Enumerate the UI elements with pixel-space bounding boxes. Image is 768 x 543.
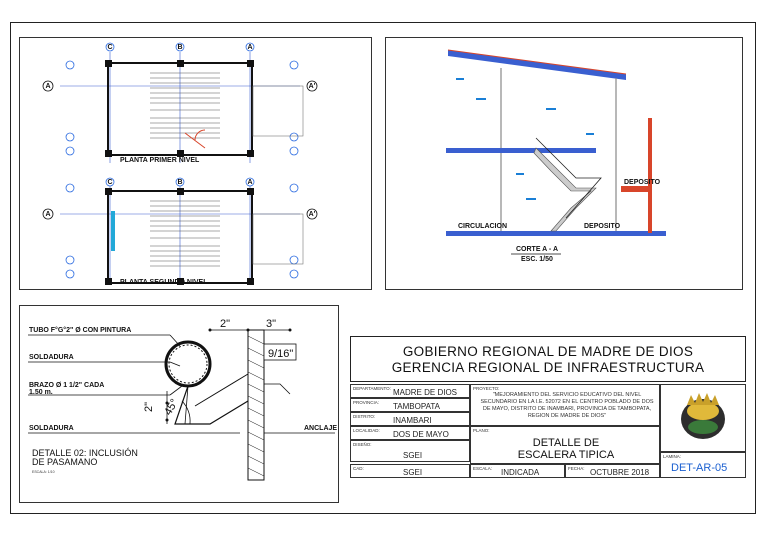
- plan2-title: PLANTA SEGUNDO NIVEL: [120, 279, 208, 286]
- dim-2in-vertical: 2": [143, 402, 155, 412]
- escala-value: INDICADA: [501, 468, 540, 477]
- dim-3in: 3": [266, 318, 276, 330]
- section-tag-deposito: DEPOSITO: [584, 223, 621, 230]
- label-arm-1: BRAZO Ø 1 1/2" CADA: [29, 382, 104, 389]
- title-block-header: GOBIERNO REGIONAL DE MADRE DE DIOS GEREN…: [350, 336, 746, 382]
- field-lamina: LAMINA: DET-AR-05: [660, 452, 746, 478]
- label-anchor: ANCLAJE: [304, 425, 337, 432]
- label-arm-2: 1.50 m.: [29, 389, 53, 396]
- departamento-label: DEPARTAMENTO:: [353, 386, 391, 391]
- field-departamento: DEPARTAMENTO: MADRE DE DIOS: [350, 384, 470, 398]
- plan1-title: PLANTA PRIMER NIVEL: [120, 157, 200, 164]
- field-plano: PLANO: DETALLE DE ESCALERA TIPICA: [470, 426, 660, 464]
- escala-label: ESCALA:: [473, 466, 493, 471]
- section-scale: ESC. 1/50: [521, 256, 553, 263]
- section-tag-deposito-2: DEPOSITO: [624, 179, 661, 186]
- title-block: GOBIERNO REGIONAL DE MADRE DE DIOS GEREN…: [350, 336, 746, 492]
- cad-label: CAD:: [353, 466, 364, 471]
- grid-label-b-2: B: [177, 179, 182, 186]
- grid-label-c-2: C: [107, 179, 112, 186]
- label-weld-1: SOLDADURA: [29, 354, 74, 361]
- drawing-sheet-border: [10, 22, 756, 514]
- field-provincia: PROVINCIA: TAMBOPATA: [350, 398, 470, 412]
- field-diseno: DISEÑO: SGEI: [350, 440, 470, 462]
- grid-label-a: A: [247, 44, 252, 51]
- field-localidad: LOCALIDAD: DOS DE MAYO: [350, 426, 470, 440]
- grid-label-a-2: A: [247, 179, 252, 186]
- dim-2in: 2": [220, 318, 230, 330]
- org-department: GERENCIA REGIONAL DE INFRAESTRUCTURA: [391, 360, 705, 375]
- plano-label: PLANO:: [473, 428, 490, 433]
- field-escala: ESCALA: INDICADA: [470, 464, 565, 478]
- section-title: CORTE A - A: [516, 246, 558, 253]
- label-tube: TUBO F°G°2" Ø CON PINTURA: [29, 326, 131, 334]
- distrito-value: INAMBARI: [393, 416, 432, 425]
- handrail-detail-drawing: TUBO F°G°2" Ø CON PINTURA SOLDADURA BRAZ…: [28, 318, 337, 481]
- grid-label-c: C: [107, 44, 112, 51]
- section-marker-a-right-2: A': [309, 211, 316, 218]
- stair-plans-drawing: C B A C B A A A' A A': [42, 42, 318, 286]
- field-cad: CAD: SGEI: [350, 464, 470, 478]
- regional-logo-icon: [681, 393, 725, 439]
- proyecto-label: PROYECTO:: [473, 386, 500, 391]
- provincia-label: PROVINCIA:: [353, 400, 380, 405]
- handrail-detail-panel: TUBO F°G°2" Ø CON PINTURA SOLDADURA BRAZ…: [19, 305, 339, 503]
- stair-section-panel: CORTE A - A ESC. 1/50 CIRCULACION DEPOSI…: [385, 37, 743, 290]
- section-marker-a-left: A: [45, 83, 50, 90]
- plano-line-1: DETALLE DE: [532, 437, 600, 449]
- grid-label-b: B: [177, 44, 182, 51]
- localidad-label: LOCALIDAD:: [353, 428, 380, 433]
- lamina-label: LAMINA:: [663, 454, 682, 459]
- departamento-value: MADRE DE DIOS: [393, 388, 458, 397]
- fecha-value: OCTUBRE 2018: [590, 468, 650, 477]
- logo-cell: [660, 384, 746, 452]
- fecha-label: FECHA:: [568, 466, 585, 471]
- detail-scale: ESCALA: 1/10: [32, 470, 55, 474]
- plano-line-2: ESCALERA TIPICA: [517, 449, 615, 461]
- plano-name: DETALLE DE ESCALERA TIPICA: [471, 437, 661, 461]
- diseno-value: SGEI: [403, 451, 423, 460]
- stair-section-drawing: CORTE A - A ESC. 1/50 CIRCULACION DEPOSI…: [446, 49, 666, 263]
- stair-plans-panel: C B A C B A A A' A A': [19, 37, 372, 290]
- section-marker-a-right: A': [309, 83, 316, 90]
- localidad-value: DOS DE MAYO: [393, 430, 449, 439]
- lamina-value: DET-AR-05: [671, 462, 728, 474]
- dim-9-16: 9/16": [268, 348, 293, 360]
- proyecto-text: "MEJORAMIENTO DEL SERVICIO EDUCATIVO DEL…: [480, 392, 654, 419]
- field-proyecto: PROYECTO: "MEJORAMIENTO DEL SERVICIO EDU…: [470, 384, 660, 426]
- detail-title-2: DE PASAMANO: [32, 457, 97, 467]
- provincia-value: TAMBOPATA: [393, 402, 440, 411]
- diseno-label: DISEÑO:: [353, 442, 372, 447]
- field-fecha: FECHA: OCTUBRE 2018: [565, 464, 660, 478]
- section-marker-a-left-2: A: [45, 211, 50, 218]
- label-weld-2: SOLDADURA: [29, 425, 74, 432]
- section-tag-circulacion: CIRCULACION: [458, 223, 507, 230]
- detail-title-1: DETALLE 02: INCLUSIÓN: [32, 448, 138, 458]
- cad-value: SGEI: [403, 468, 423, 477]
- distrito-label: DISTRITO:: [353, 414, 376, 419]
- org-name: GOBIERNO REGIONAL DE MADRE DE DIOS: [402, 344, 694, 359]
- field-distrito: DISTRITO: INAMBARI: [350, 412, 470, 426]
